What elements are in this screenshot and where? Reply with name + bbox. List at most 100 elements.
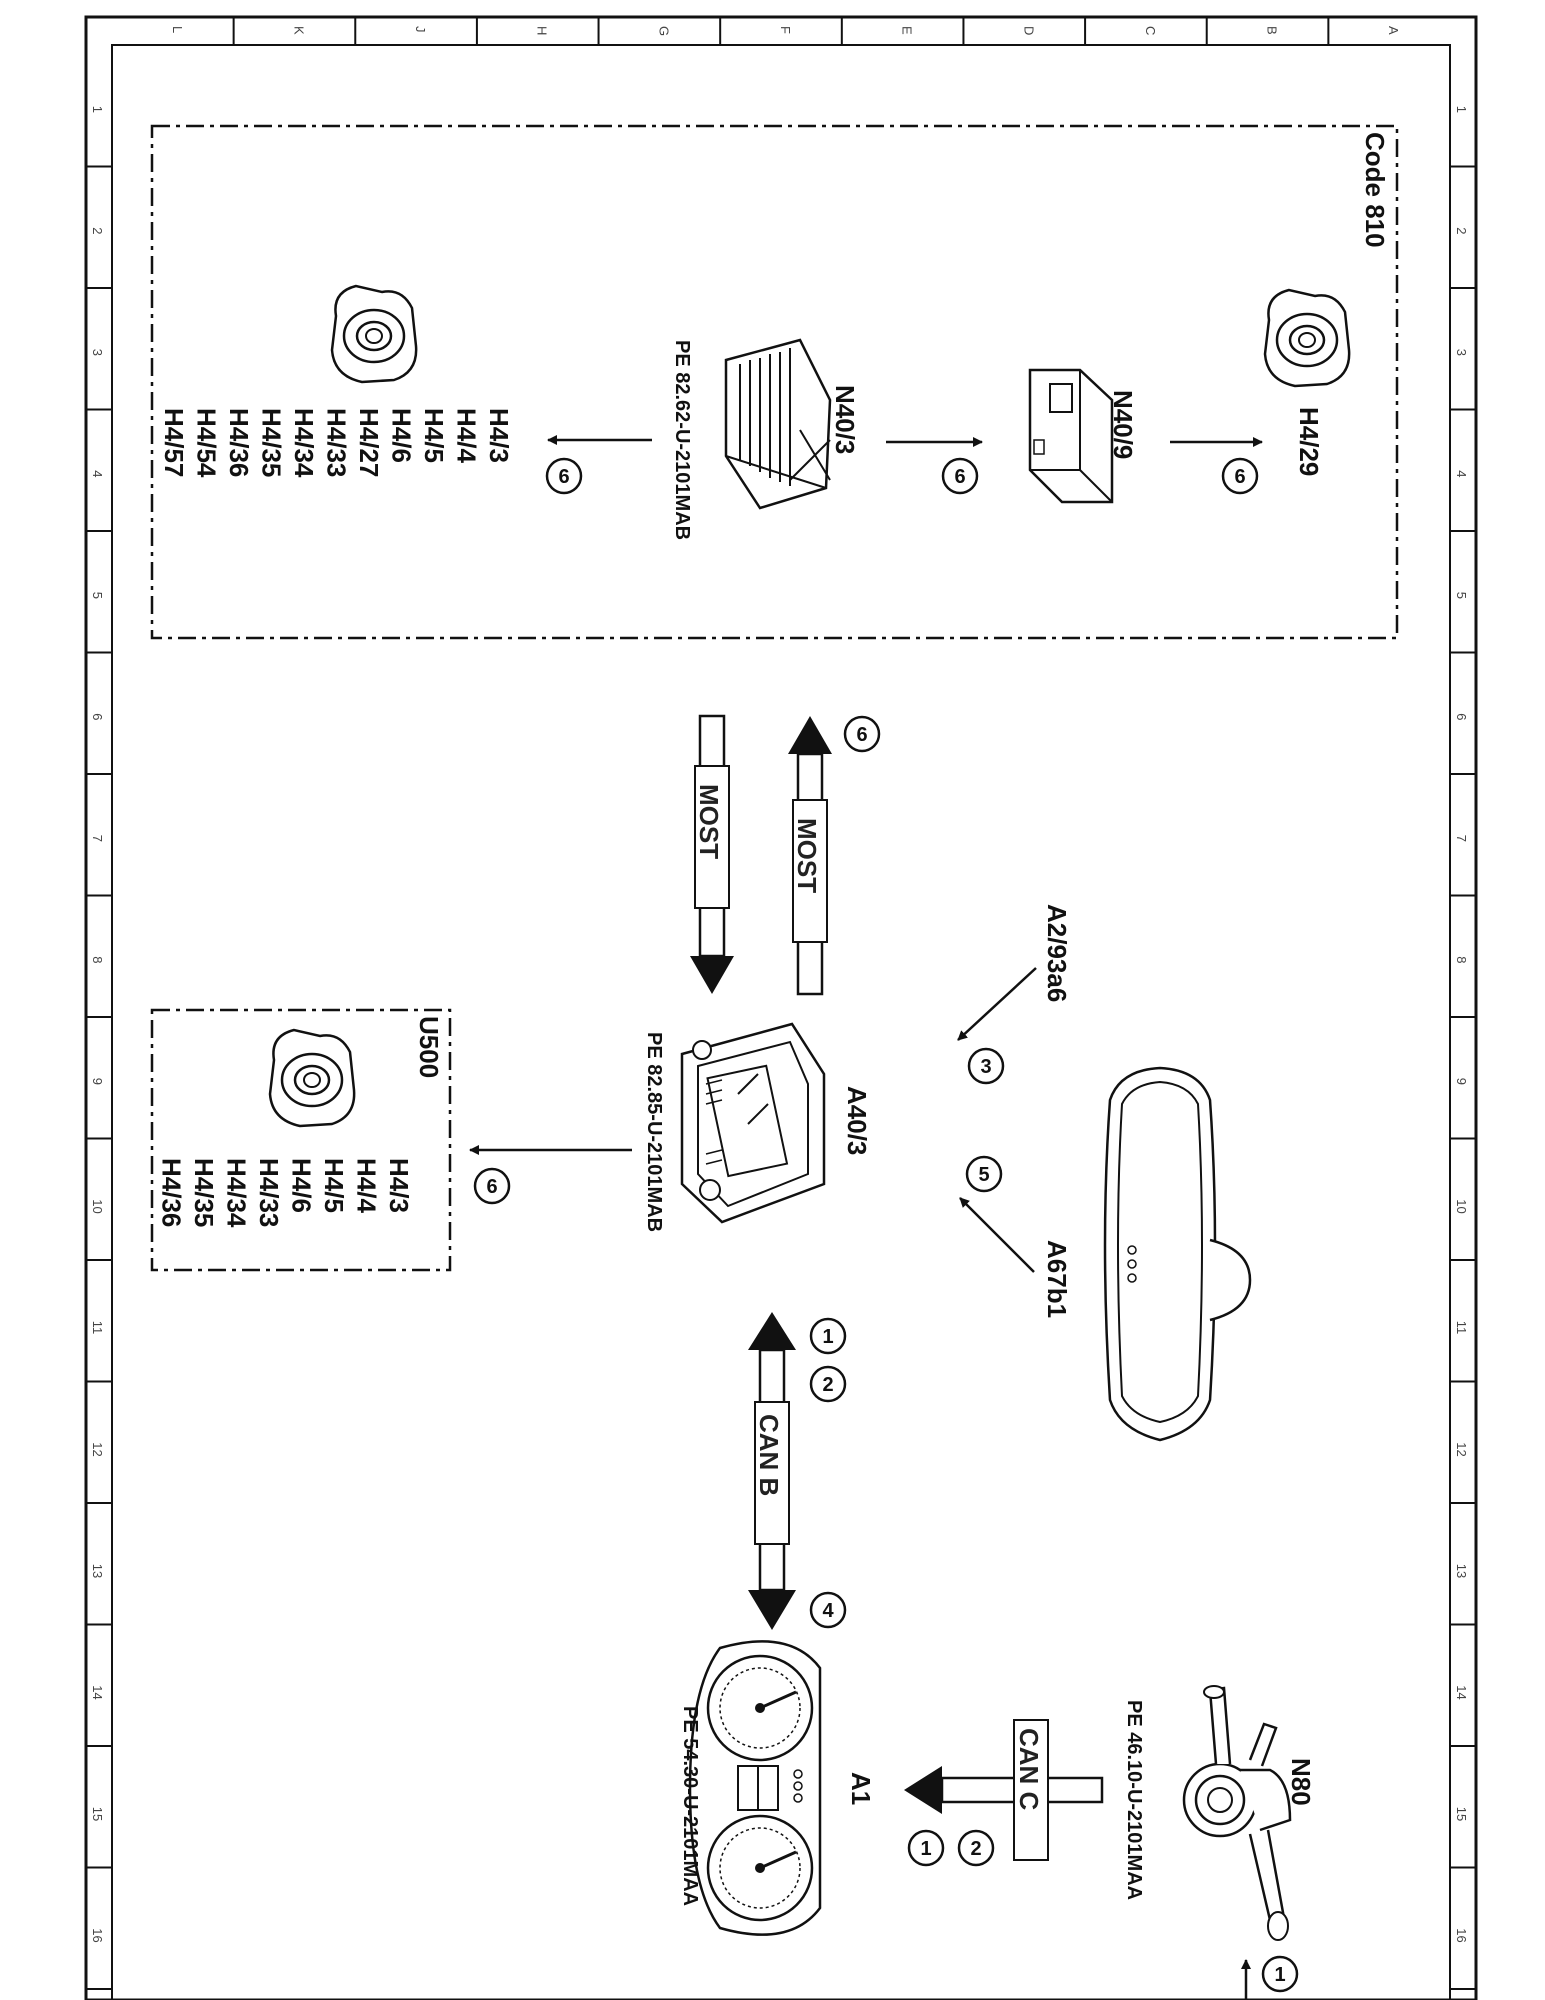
code-810-speaker-list: H4/3H4/4H4/5H4/6H4/27H4/33H4/34H4/35H4/3…: [159, 408, 514, 478]
grid-row-label: 14: [1454, 1685, 1469, 1699]
speaker-designation: H4/35: [257, 408, 287, 477]
a40-3-label: A40/3: [842, 1086, 872, 1155]
speaker-designation: H4/5: [419, 408, 449, 463]
circle-callout: [907, 1829, 945, 1867]
speaker-designation: H4/34: [289, 408, 319, 478]
grid-row-label: 11: [1454, 1321, 1469, 1335]
speaker-designation: H4/4: [352, 1158, 382, 1213]
outer-frame: [84, 15, 1478, 2000]
grid-row-label: 3: [90, 349, 105, 356]
speaker-designation: H4/33: [322, 408, 352, 477]
grid-column-label: C: [1143, 26, 1158, 35]
grid-row-label: 2: [1454, 227, 1469, 234]
speaker-designation: H4/3: [384, 1158, 414, 1213]
grid-row-label: 5: [1454, 592, 1469, 599]
circle-callout: [843, 715, 881, 753]
grid-column-label: E: [900, 26, 915, 35]
grid-column-label: F: [778, 26, 793, 34]
steering-column-module-icon: [1182, 1685, 1292, 1941]
circle-number: 6: [954, 466, 965, 488]
n80-reference: PE 46.10-U-2101MAA: [1123, 1700, 1145, 1900]
n80-label: N80: [1286, 1758, 1316, 1806]
can-b-label: CAN B: [754, 1414, 784, 1496]
circle-number: 1: [920, 1838, 931, 1860]
grid-row-label: 15: [90, 1807, 105, 1821]
grid-row-label: 7: [90, 835, 105, 842]
a1-label: A1: [846, 1772, 876, 1805]
circle-callout: [545, 457, 583, 495]
grid-column-label: G: [656, 26, 671, 36]
grid-column-label: L: [170, 26, 185, 33]
speaker-designation: H4/3: [484, 408, 514, 463]
grid-row-label: 10: [1454, 1199, 1469, 1213]
grid-row-label: 2: [90, 227, 105, 234]
grid-row-label: 9: [1454, 1078, 1469, 1085]
can-b-bus: CAN B: [748, 1312, 796, 1630]
grid-column-label: H: [535, 26, 550, 35]
rear-view-mirror-icon: [1103, 1066, 1252, 1442]
grid-row-label: 12: [90, 1442, 105, 1456]
instrument-cluster-icon: [688, 1640, 822, 1936]
circle-number: 1: [822, 1326, 833, 1348]
n40-3-reference: PE 82.62-U-2101MAB: [671, 340, 693, 540]
grid-row-label: 11: [90, 1321, 105, 1335]
speaker-icon: [268, 1028, 356, 1128]
sound-amplifier-icon: [724, 338, 832, 510]
speaker-icon: [1263, 288, 1351, 388]
circle-callout: [1221, 457, 1259, 495]
can-c-bus: CAN C: [904, 1719, 1104, 1861]
circle-callout: [965, 1155, 1003, 1193]
grid-row-label: 6: [1454, 713, 1469, 720]
a2-93a6-label: A2/93a6: [1042, 904, 1072, 1002]
grid-row-label: 1: [1454, 106, 1469, 113]
grid-row-label: 16: [1454, 1928, 1469, 1942]
speaker-designation: H4/6: [287, 1158, 317, 1213]
a40-3-reference: PE 82.85-U-2101MAB: [643, 1032, 665, 1232]
grid-row-label: 6: [90, 713, 105, 720]
circle-number: 1: [1274, 1964, 1285, 1986]
circle-callout: [809, 1591, 847, 1629]
speaker-designation: H4/34: [222, 1158, 252, 1228]
h4-29-label: H4/29: [1294, 407, 1324, 476]
grid-row-label: 8: [1454, 956, 1469, 963]
circle-number: 6: [1234, 466, 1245, 488]
circle-callout: [967, 1047, 1005, 1085]
grid-column-label: B: [1265, 26, 1280, 35]
most-bus-label: MOST: [694, 784, 724, 859]
grid-row-label: 13: [1454, 1564, 1469, 1578]
can-c-label: CAN C: [1014, 1728, 1044, 1811]
speaker-designation: H4/4: [452, 408, 482, 463]
grid-row-label: 5: [90, 592, 105, 599]
circle-callout: [473, 1167, 511, 1205]
arrow-a67b1-to-a40-3: [959, 1197, 1035, 1273]
grid-row-label: 4: [1454, 470, 1469, 477]
code-810-boundary: [150, 124, 1399, 640]
circle-callout: [941, 457, 979, 495]
most-bus-out: MOST: [788, 716, 832, 996]
circle-number: 6: [856, 724, 867, 746]
u500-boundary: [150, 1008, 452, 1272]
grid-row-label: 1: [90, 106, 105, 113]
u500-group: U500 H4/3H4/4H4/5H4/6H4/33H4/34H4/35H4/3…: [150, 1008, 452, 1272]
speaker-designation: H4/6: [387, 408, 417, 463]
speaker-designation: H4/35: [189, 1158, 219, 1227]
speaker-designation: H4/33: [254, 1158, 284, 1227]
circle-number: 6: [558, 466, 569, 488]
grid-row-label: 15: [1454, 1807, 1469, 1821]
a1-reference: PE 54.30-U-2101MAA: [679, 1706, 701, 1906]
inner-frame: [111, 44, 1451, 2000]
grid-row-label: 13: [90, 1564, 105, 1578]
circle-number: 2: [822, 1374, 833, 1396]
speaker-designation: H4/57: [159, 408, 189, 477]
n40-3-label: N40/3: [830, 385, 860, 454]
circle-callout: [809, 1317, 847, 1355]
arrow-a2-93a6-to-a40-3: [957, 967, 1037, 1041]
grid-row-label: 14: [90, 1685, 105, 1699]
grid-row-label: 10: [90, 1199, 105, 1213]
circle-number: 6: [486, 1176, 497, 1198]
grid-row-label: 12: [1454, 1442, 1469, 1456]
grid-row-label: 8: [90, 956, 105, 963]
